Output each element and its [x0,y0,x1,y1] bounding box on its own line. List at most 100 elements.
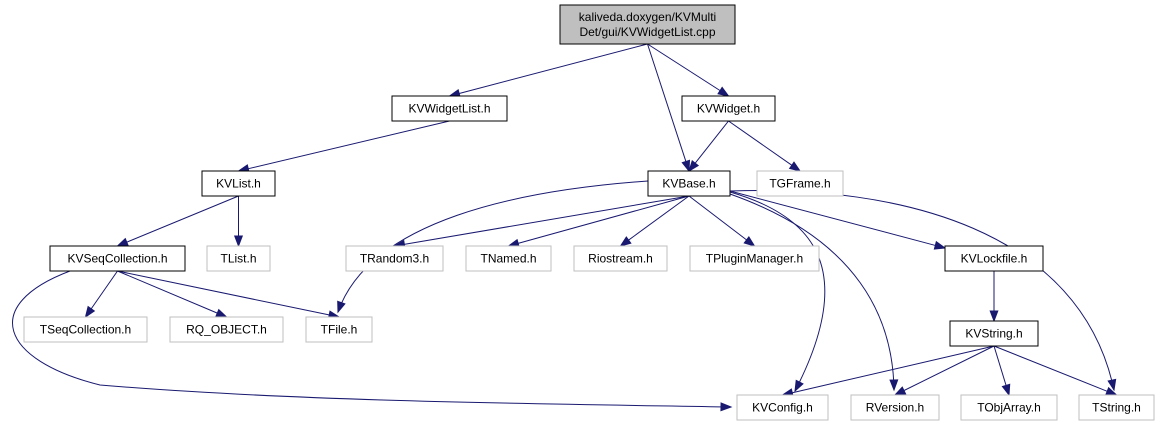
node-label: KVSeqCollection.h [67,252,167,266]
edge-arrowhead [717,86,730,97]
node-box[interactable] [944,245,1044,272]
node-label: TFile.h [321,323,358,337]
node-tnamed[interactable]: TNamed.h [465,245,552,272]
node-box[interactable] [756,170,844,197]
edge-line [728,120,793,167]
node-kvwidget[interactable]: KVWidget.h [681,95,776,122]
edge-line [791,345,995,394]
edge-kvbase-to-kvconfig [729,191,826,393]
edge-line [12,270,732,408]
node-box[interactable] [689,245,820,272]
node-rversion[interactable]: RVersion.h [850,394,940,421]
edge-arrowhead [794,379,804,393]
node-rq-object[interactable]: RQ_OBJECT.h [169,316,284,343]
edge-kvlist-to-kvseqcollection [116,195,239,247]
node-tgframe[interactable]: TGFrame.h [756,170,844,197]
edge-line [517,195,690,245]
node-label: Det/gui/KVWidgetList.cpp [579,25,715,39]
node-box[interactable] [201,170,276,197]
node-kvwidgetlist[interactable]: KVWidgetList.h [391,95,508,122]
edge-arrowhead [1105,386,1118,396]
node-label: TObjArray.h [977,401,1041,415]
node-box[interactable] [23,316,148,343]
edge-kvstring-to-kvconfig [781,345,995,398]
node-label: TRandom3.h [360,252,429,266]
edge-arrowhead [233,235,244,248]
node-box[interactable] [169,316,284,343]
node-box[interactable] [850,394,940,421]
node-tlist[interactable]: TList.h [206,245,271,272]
edge-line [993,345,1007,387]
node-label: KVWidgetList.h [408,102,490,116]
edge-line [729,193,895,391]
node-label: RQ_OBJECT.h [186,323,267,337]
node-label: KVConfig.h [752,401,813,415]
node-label: KVString.h [965,327,1022,341]
node-tstring[interactable]: TString.h [1078,394,1155,421]
edge-kvseqcollection-to-tseqcollection [84,270,118,319]
node-root[interactable]: kaliveda.doxygen/KVMultiDet/gui/KVWidget… [559,4,736,45]
node-box[interactable] [305,316,373,343]
node-box[interactable] [1078,394,1155,421]
edge-root-to-kvwidget [647,43,730,97]
graph-nodes: kaliveda.doxygen/KVMultiDet/gui/KVWidget… [23,4,1155,421]
node-kvlist[interactable]: KVList.h [201,170,276,197]
node-box[interactable] [573,245,668,272]
node-box[interactable] [681,95,776,122]
node-box[interactable] [647,170,731,197]
edge-arrowhead [681,159,691,173]
node-box[interactable] [345,245,444,272]
edge-arrowhead [1107,378,1117,392]
edge-line [403,195,690,245]
node-kvconfig[interactable]: KVConfig.h [736,394,829,421]
edge-arrowhead [933,240,947,250]
node-kvlockfile[interactable]: KVLockfile.h [944,245,1044,272]
edge-kvwidgetlist-to-kvlist [237,120,450,173]
edge-line [694,120,729,165]
node-tobjarray[interactable]: TObjArray.h [960,394,1058,421]
edge-arrowhead [893,386,907,396]
edge-kvseqcollection-to-tfile [117,270,341,320]
node-box[interactable] [465,245,552,272]
edge-line [729,190,1115,391]
graph-edges [12,43,1118,412]
node-tpluginmanager[interactable]: TPluginManager.h [689,245,820,272]
edge-kvwidget-to-tgframe [728,120,802,172]
node-label: KVList.h [216,177,261,191]
node-box[interactable] [960,394,1058,421]
edge-line [247,120,450,170]
node-tfile[interactable]: TFile.h [305,316,373,343]
node-box[interactable] [949,320,1039,347]
edge-kvbase-to-tpluginmanager [688,195,756,247]
node-label: KVBase.h [662,177,715,191]
edge-line [458,43,648,95]
node-box[interactable] [49,245,186,272]
node-kvstring[interactable]: KVString.h [949,320,1039,347]
edge-kvbase-to-rversion [729,193,899,392]
edge-arrowhead [116,237,129,247]
edge-arrowhead [619,236,632,247]
edge-arrowhead [337,300,346,314]
node-tseqcollection[interactable]: TSeqCollection.h [23,316,148,343]
node-label: KVLockfile.h [961,252,1028,266]
node-trandom3[interactable]: TRandom3.h [345,245,444,272]
edge-kvseqcollection-to-rq_object [117,270,228,318]
node-box[interactable] [559,4,736,45]
node-label: Riostream.h [588,252,653,266]
node-kvbase[interactable]: KVBase.h [647,170,731,197]
edge-arrowhead [788,161,802,172]
edge-arrowhead [720,402,733,412]
node-box[interactable] [736,394,829,421]
node-box[interactable] [391,95,508,122]
edge-line [729,191,826,392]
edge-arrowhead [215,308,228,318]
node-label: TGFrame.h [769,177,830,191]
node-box[interactable] [206,245,271,272]
node-riostream[interactable]: Riostream.h [573,245,668,272]
edge-line [993,345,1109,393]
edge-line [647,43,687,163]
edge-kvstring-to-tobjarray [993,345,1011,397]
edge-kvstring-to-rversion [893,345,995,396]
node-kvseqcollection[interactable]: KVSeqCollection.h [49,245,186,272]
